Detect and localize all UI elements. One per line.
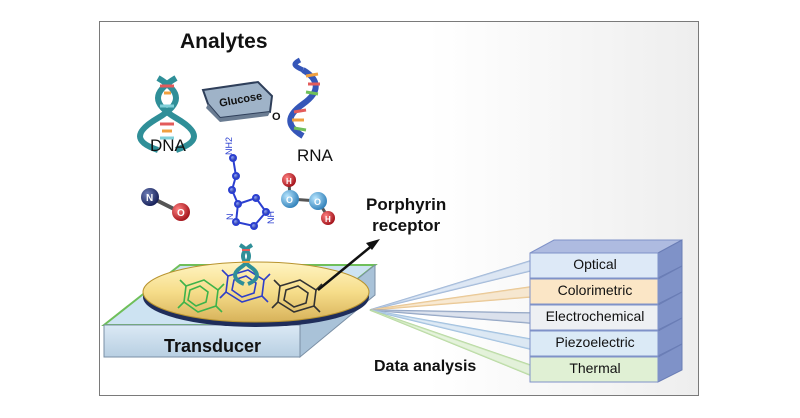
porphyrin-receptor-label: Porphyrin receptor: [366, 194, 446, 236]
technique-label-colorimetric: Colorimetric: [557, 282, 633, 298]
histamine-ring-n-label: N: [225, 214, 235, 221]
technique-boxes: [529, 239, 683, 383]
glucose-ring-icon: O: [201, 80, 281, 123]
technique-label-thermal: Thermal: [569, 360, 621, 376]
peroxide-o-atom-2: O: [314, 197, 321, 207]
data-analysis-label: Data analysis: [374, 358, 477, 375]
technique-label-optical: Optical: [573, 256, 617, 272]
data-analysis-fan: [369, 260, 531, 376]
histamine-molecule-icon: [228, 154, 270, 230]
technique-label-electrochemical: Electrochemical: [545, 308, 645, 324]
glucose-ring-oxygen: O: [272, 111, 281, 123]
analytes-title: Analytes: [180, 30, 268, 53]
porphyrin-receptor-line-2: receptor: [372, 216, 441, 235]
porphyrin-green-icon: [177, 279, 225, 313]
hydrogen-peroxide-molecule-icon: H O O H: [281, 173, 335, 225]
rna-label: RNA: [297, 146, 333, 165]
bound-dna-icon: [233, 243, 259, 286]
nitric-oxide-o-atom: O: [177, 208, 185, 219]
technique-box-thermal: [529, 343, 683, 383]
transducer-label: Transducer: [164, 336, 262, 356]
histamine-amine-label: NH2: [224, 137, 234, 155]
peroxide-o-atom-1: O: [286, 195, 293, 205]
rna-strand-icon: [287, 57, 320, 139]
peroxide-h-atom-2: H: [325, 215, 331, 224]
technique-box-optical: [529, 239, 683, 279]
histamine-ring-nh-label: NH: [266, 211, 276, 224]
technique-box-colorimetric: [529, 265, 683, 305]
porphyrin-blue-icon: [219, 269, 271, 303]
nitric-oxide-molecule-icon: N O: [141, 188, 190, 221]
technique-box-electrochemical: [529, 291, 683, 331]
technique-label-piezoelectric: Piezoelectric: [555, 334, 635, 350]
receptor-pointer-arrow: [317, 239, 380, 291]
dna-label: DNA: [150, 136, 186, 155]
dna-helix-icon: [137, 75, 197, 153]
nitric-oxide-n-atom: N: [146, 193, 153, 204]
technique-box-piezoelectric: [529, 317, 683, 357]
peroxide-h-atom-1: H: [286, 177, 292, 186]
porphyrin-black-icon: [271, 279, 323, 313]
porphyrin-receptor-line-1: Porphyrin: [366, 195, 447, 214]
